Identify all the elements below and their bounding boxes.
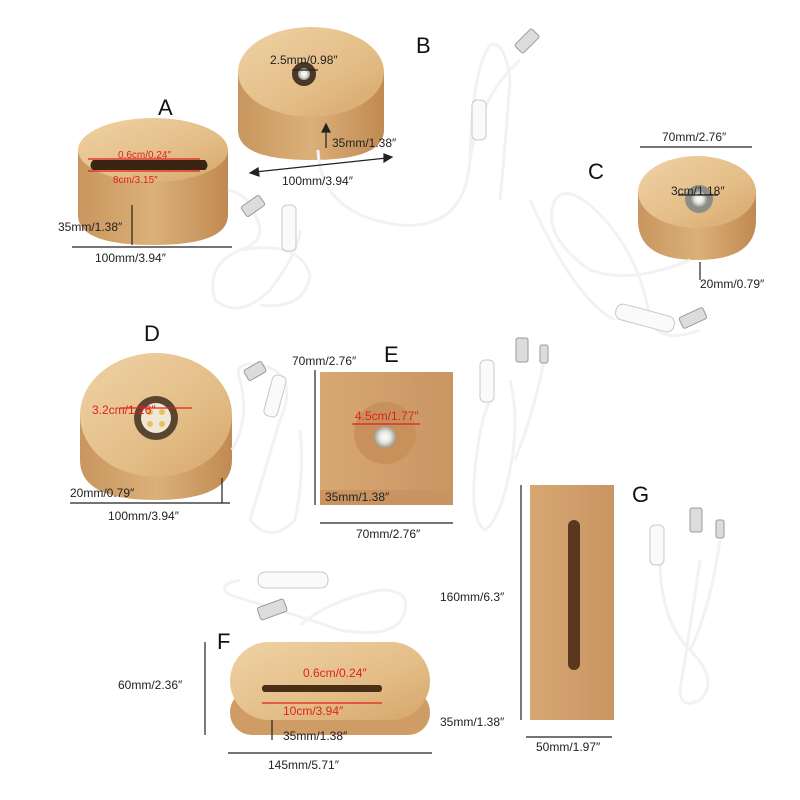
product-e-dc-plug — [539, 344, 549, 364]
product-e-height-label: 35mm/1.38″ — [325, 490, 390, 504]
product-a-slot — [90, 160, 208, 170]
product-g-cable — [658, 539, 722, 705]
product-g-height-label: 35mm/1.38″ — [440, 715, 505, 729]
product-a-height-label: 35mm/1.38″ — [58, 220, 123, 234]
product-g-switch — [649, 524, 665, 566]
product-c-base — [638, 156, 756, 260]
product-f-base — [230, 642, 430, 735]
product-e-width-label: 70mm/2.76″ — [356, 527, 421, 541]
product-c-height-label: 20mm/0.79″ — [700, 277, 765, 291]
product-f-slot-width-label: 0.6cm/0.24″ — [303, 666, 367, 680]
product-b-light-label: 2.5mm/0.98″ — [270, 53, 338, 67]
product-a-slot-width-label: 0.6cm/0.24″ — [118, 150, 172, 161]
product-f-usb-plug — [256, 598, 288, 621]
product-f-letter: F — [217, 629, 231, 654]
product-b-base — [238, 27, 384, 160]
product-b-switch — [471, 99, 487, 141]
product-f-slot-length-label: 10cm/3.94″ — [283, 704, 344, 718]
product-b-height-label: 35mm/1.38″ — [332, 136, 397, 150]
product-e-side-label: 70mm/2.76″ — [292, 354, 357, 368]
product-e-switch — [479, 359, 495, 403]
product-d-letter: D — [144, 321, 160, 346]
product-b-usb-plug — [514, 28, 540, 54]
product-e-letter: E — [384, 342, 399, 367]
product-a-diameter-label: 100mm/3.94″ — [95, 251, 166, 265]
product-c-light-label: 3cm/1.18″ — [671, 184, 725, 198]
product-f-slot — [262, 685, 382, 692]
product-g-letter: G — [632, 482, 650, 507]
product-g-dc-plug — [715, 519, 725, 539]
product-g-length-label: 160mm/6.3″ — [440, 590, 505, 604]
product-d-usb-plug — [243, 361, 267, 381]
product-c-letter: C — [588, 159, 604, 184]
product-a-base — [78, 118, 228, 245]
product-f-length-label: 145mm/5.71″ — [268, 758, 339, 772]
product-g-usb-plug — [689, 507, 703, 533]
product-e-light-label: 4.5cm/1.77″ — [355, 409, 419, 423]
product-d-height-label: 20mm/0.79″ — [70, 486, 135, 500]
product-b-letter: B — [416, 33, 431, 58]
product-c-switch — [615, 303, 675, 333]
product-d-cable — [230, 362, 304, 534]
product-a-usb-plug — [240, 195, 266, 217]
product-d-diameter-label: 100mm/3.94″ — [108, 509, 179, 523]
product-g-slot — [568, 520, 580, 670]
product-f-switch — [257, 571, 329, 589]
product-d-base — [80, 353, 232, 500]
product-f-depth-label: 60mm/2.36″ — [118, 678, 183, 692]
product-a-switch — [281, 204, 297, 252]
product-g-width-label: 50mm/1.97″ — [536, 740, 601, 754]
product-a-letter: A — [158, 95, 173, 120]
product-e-usb-plug — [515, 337, 529, 363]
product-c-top-label: 70mm/2.76″ — [662, 130, 727, 144]
product-g-base — [530, 485, 614, 720]
product-f-height-label: 35mm/1.38″ — [283, 729, 348, 743]
product-f-cable — [222, 578, 408, 634]
dimension-lines — [70, 69, 752, 754]
product-a-slot-length-label: 8cm/3.15″ — [113, 175, 158, 186]
product-b-diameter-label: 100mm/3.94″ — [282, 174, 353, 188]
product-e-cable — [472, 354, 547, 532]
product-c-usb-plug — [678, 307, 708, 329]
product-e-base — [320, 372, 453, 505]
product-d-light-label: 3.2cm/1.26″ — [92, 403, 156, 417]
product-d-switch — [263, 374, 287, 418]
product-a-cable — [211, 188, 312, 310]
